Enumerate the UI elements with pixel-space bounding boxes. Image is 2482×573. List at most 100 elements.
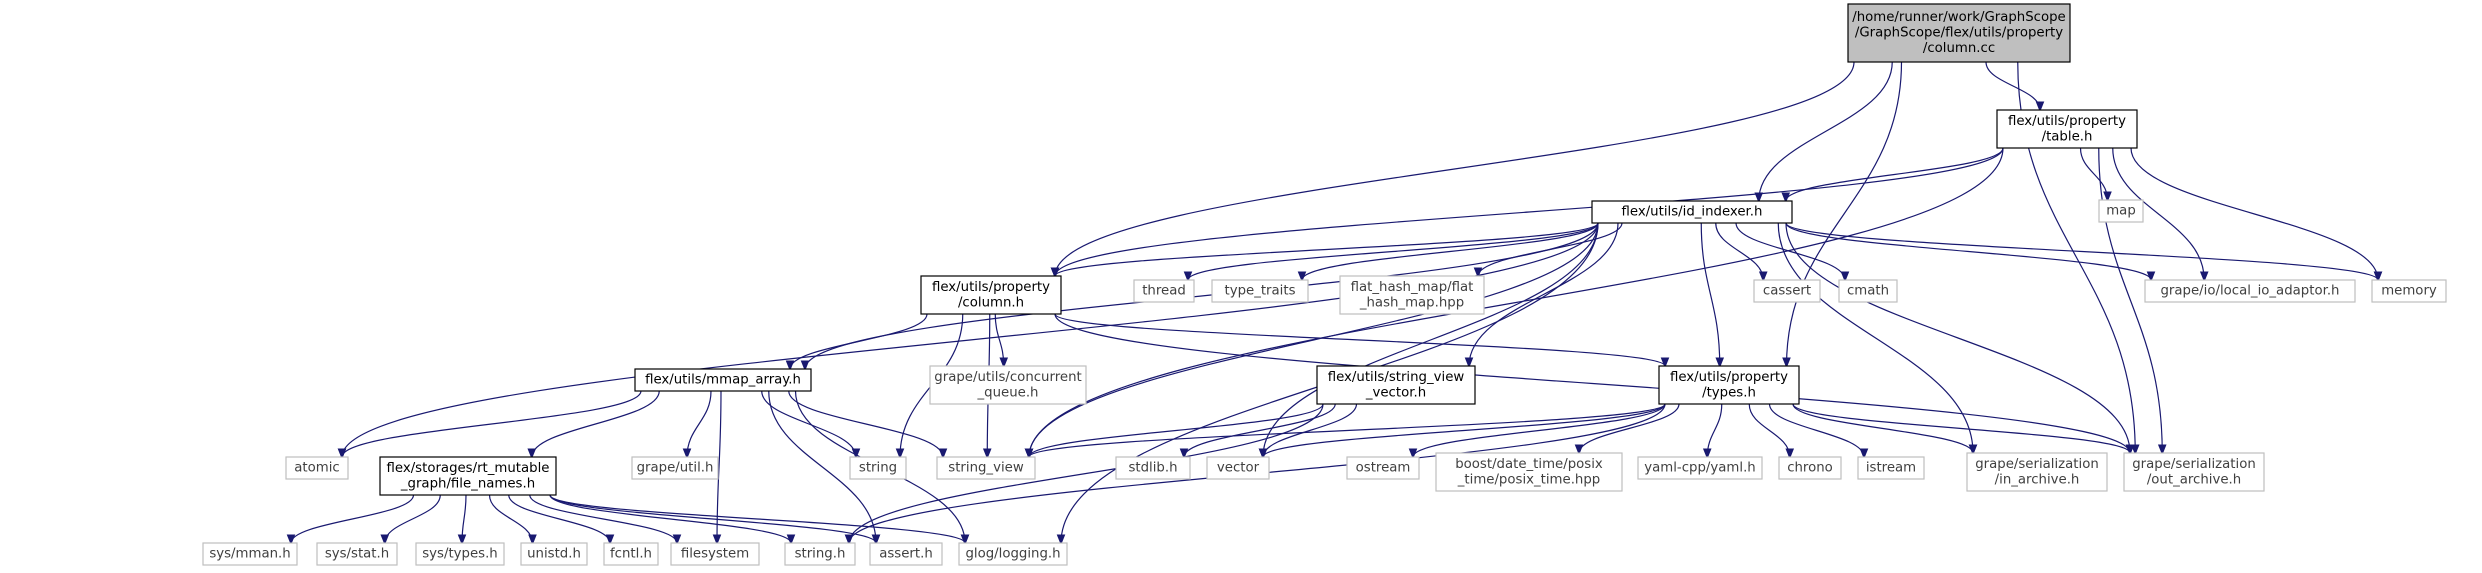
node-fcntl-h: fcntl.h xyxy=(603,542,659,566)
node-label: flex/utils/mmap_array.h xyxy=(645,373,801,388)
node-glog-logging-h: glog/logging.h xyxy=(958,542,1068,566)
node-label: flex/utils/string_view xyxy=(1328,370,1465,385)
node-label: stdlib.h xyxy=(1128,461,1177,476)
include-edge-id-indexer-h-to-in-archive-h xyxy=(1777,222,1973,453)
include-edge-id-indexer-h-to-types-h xyxy=(1700,222,1720,366)
include-edge-id-indexer-h-to-thread xyxy=(1188,222,1599,280)
node-label: unistd.h xyxy=(527,547,581,562)
include-edge-file-names-h-to-unistd-h xyxy=(488,494,533,543)
include-edge-types-h-to-istream xyxy=(1768,403,1865,457)
node-box xyxy=(2371,279,2447,303)
node-label: thread xyxy=(1142,284,1186,299)
node-box xyxy=(2144,279,2356,303)
include-edge-table-h-to-out-archive-h xyxy=(2098,147,2163,453)
node-box xyxy=(849,456,907,480)
include-edge-file-names-h-to-fcntl-h xyxy=(508,494,610,543)
node-unistd-h: unistd.h xyxy=(520,542,588,566)
node-label: _queue.h xyxy=(977,385,1039,400)
node-box xyxy=(1435,452,1623,492)
node-sys-stat-h: sys/stat.h xyxy=(316,542,398,566)
node-label: grape/utils/concurrent xyxy=(934,370,1081,385)
node-string-view-vector-h[interactable]: flex/utils/string_view_vector.h xyxy=(1316,365,1476,405)
node-label: grape/serialization xyxy=(2132,457,2256,472)
node-box xyxy=(920,275,1062,315)
node-box xyxy=(2123,452,2265,492)
node-memory: memory xyxy=(2371,279,2447,303)
include-edge-id-indexer-h-to-column-h xyxy=(1055,222,1599,276)
node-label: cassert xyxy=(1763,284,1811,299)
node-flat-hash-map-hpp: flat_hash_map/flat_hash_map.hpp xyxy=(1339,275,1485,315)
node-label: chrono xyxy=(1787,461,1833,476)
node-vector: vector xyxy=(1206,456,1270,480)
node-box xyxy=(415,542,505,566)
include-edge-table-h-to-map xyxy=(2079,147,2108,200)
node-box xyxy=(1211,279,1309,303)
node-posix-time-hpp: boost/date_time/posix_time/posix_time.hp… xyxy=(1435,452,1623,492)
include-edge-table-h-to-id-indexer-h xyxy=(1786,147,2004,201)
include-edge-file-names-h-to-sys-mman-h xyxy=(291,494,415,543)
node-box xyxy=(1857,456,1925,480)
node-column-h[interactable]: flex/utils/property/column.h xyxy=(920,275,1062,315)
include-edge-id-indexer-h-to-local-io-adaptor-h xyxy=(1785,222,2151,280)
include-edge-column-cc-to-id-indexer-h xyxy=(1759,61,1893,201)
node-id-indexer-h[interactable]: flex/utils/id_indexer.h xyxy=(1591,200,1793,224)
node-label: /column.cc xyxy=(1923,41,1995,56)
include-edge-column-h-to-out-archive-h xyxy=(1054,313,2130,453)
include-edge-mmap-array-h-to-string xyxy=(761,390,856,457)
node-label: string xyxy=(859,461,897,476)
include-edge-id-indexer-h-to-cmath xyxy=(1735,222,1845,280)
node-label: _graph/file_names.h xyxy=(400,476,535,491)
node-assert-h: assert.h xyxy=(869,542,943,566)
node-label: string.h xyxy=(795,547,846,562)
node-label: flex/utils/property xyxy=(932,280,1050,295)
node-label: boost/date_time/posix xyxy=(1455,457,1603,472)
node-label: /GraphScope/flex/utils/property xyxy=(1855,26,2063,41)
node-label: glog/logging.h xyxy=(965,547,1060,562)
node-local-io-adaptor-h: grape/io/local_io_adaptor.h xyxy=(2144,279,2356,303)
node-box xyxy=(603,542,659,566)
node-label: /home/runner/work/GraphScope xyxy=(1852,10,2065,25)
node-label: /table.h xyxy=(2042,129,2093,144)
node-box xyxy=(202,542,298,566)
node-box xyxy=(929,365,1087,405)
node-label: /out_archive.h xyxy=(2147,472,2241,487)
node-file-names-h[interactable]: flex/storages/rt_mutable_graph/file_name… xyxy=(379,456,557,496)
include-edge-id-indexer-h-to-string-view xyxy=(1029,222,1599,457)
node-box xyxy=(936,456,1036,480)
node-concurrent-queue-h: grape/utils/concurrent_queue.h xyxy=(929,365,1087,405)
include-edge-id-indexer-h-to-type-traits xyxy=(1302,222,1599,280)
node-stdlib-h: stdlib.h xyxy=(1115,456,1191,480)
include-edge-types-h-to-yaml-h xyxy=(1707,403,1723,457)
include-edge-table-h-to-local-io-adaptor-h xyxy=(2112,147,2205,280)
include-edge-types-h-to-posix-time-hpp xyxy=(1579,403,1680,453)
include-edge-file-names-h-to-filesystem xyxy=(529,494,677,543)
node-mmap-array-h[interactable]: flex/utils/mmap_array.h xyxy=(634,368,812,392)
node-types-h[interactable]: flex/utils/property/types.h xyxy=(1658,365,1800,405)
include-edge-column-h-to-mmap-array-h xyxy=(790,313,928,369)
node-box xyxy=(1753,279,1821,303)
node-grape-util-h: grape/util.h xyxy=(631,456,719,480)
include-edge-table-h-to-memory xyxy=(2130,147,2378,280)
node-box xyxy=(1847,3,2071,63)
node-label: /in_archive.h xyxy=(1995,472,2080,487)
node-filesystem: filesystem xyxy=(670,542,760,566)
node-sys-mman-h: sys/mman.h xyxy=(202,542,298,566)
node-box xyxy=(316,542,398,566)
include-edge-types-h-to-ostream xyxy=(1413,403,1666,457)
node-label: grape/io/local_io_adaptor.h xyxy=(2160,284,2339,299)
include-edge-id-indexer-h-to-flat-hash-map-hpp xyxy=(1478,222,1623,276)
node-box xyxy=(1637,456,1763,480)
node-box xyxy=(1966,452,2108,492)
include-edge-string-view-vector-h-to-stdlib-h xyxy=(1184,403,1336,457)
node-label: sys/types.h xyxy=(422,547,498,562)
node-table-h[interactable]: flex/utils/property/table.h xyxy=(1996,109,2138,149)
node-box xyxy=(634,368,812,392)
node-string-view: string_view xyxy=(936,456,1036,480)
node-box xyxy=(1316,365,1476,405)
node-label: string_view xyxy=(948,461,1024,476)
node-label: grape/serialization xyxy=(1975,457,2099,472)
node-box xyxy=(1339,275,1485,315)
include-edge-file-names-h-to-assert-h xyxy=(549,494,876,543)
node-box xyxy=(1115,456,1191,480)
